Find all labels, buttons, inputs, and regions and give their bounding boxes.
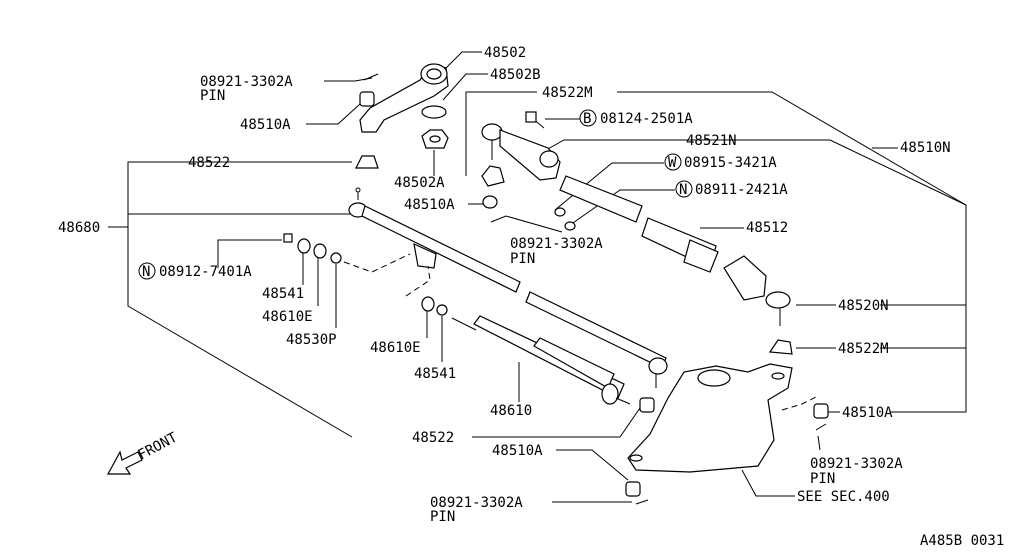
label-08921-3302A-4: 08921-3302A [430,495,523,511]
label-48522M-2: 48522M [838,341,889,357]
label-08124-2501A: 08124-2501A [600,111,693,127]
label-48522-1: 48522 [188,155,230,171]
label-48502B: 48502B [490,67,541,83]
label-48541-1: 48541 [262,286,304,302]
label-see-sec-400: SEE SEC.400 [797,489,890,505]
label-pin-2: PIN [510,251,535,267]
label-48510A-4: 48510A [492,443,543,459]
label-08921-3302A-3: 08921-3302A [810,456,903,472]
label-pin-3: PIN [810,471,835,487]
symbol-n-2: N [142,264,150,280]
boot-part [355,155,379,169]
label-48510N: 48510N [900,140,951,156]
diagram-code: A485B 0031 [920,533,1004,549]
label-08912-7401A: 08912-7401A [159,264,252,280]
center-link-part [361,205,521,293]
label-08921-3302A-2: 08921-3302A [510,236,603,252]
label-pin-1: PIN [200,88,225,104]
label-front: FRONT [135,429,180,463]
castle-nut-part [359,91,375,107]
label-48522M-1: 48522M [542,85,593,101]
washer-part [421,105,447,119]
label-48510A-2: 48510A [404,197,455,213]
leader-lines [108,51,967,503]
symbol-b: B [583,111,591,127]
parts [283,63,829,505]
label-08911-2421A: 08911-2421A [695,182,788,198]
label-48520N: 48520N [838,298,889,314]
label-48510A-1: 48510A [240,117,291,133]
circled-symbols: B W N N [138,109,693,280]
label-48610E-2: 48610E [370,340,421,356]
label-48521N: 48521N [686,133,737,149]
label-48502A: 48502A [394,175,445,191]
label-48512: 48512 [746,220,788,236]
label-48680: 48680 [58,220,100,236]
label-08915-3421A: 08915-3421A [684,155,777,171]
label-48502: 48502 [484,45,526,61]
label-48610: 48610 [490,403,532,419]
label-48530P: 48530P [286,332,337,348]
symbol-w: W [668,155,677,171]
part-labels: 48502 08921-3302A PIN 48502B 48510A 4852… [58,45,1004,549]
front-arrow-icon [106,450,143,475]
label-48510A-3: 48510A [842,405,893,421]
label-48610E-1: 48610E [262,309,313,325]
steering-knuckle-part [627,363,793,473]
symbol-n-1: N [679,182,687,198]
steering-damper-part [473,315,625,399]
label-08921-3302A-1: 08921-3302A [200,74,293,90]
label-pin-4: PIN [430,509,455,525]
label-48522-2: 48522 [412,430,454,446]
label-48541-2: 48541 [414,366,456,382]
